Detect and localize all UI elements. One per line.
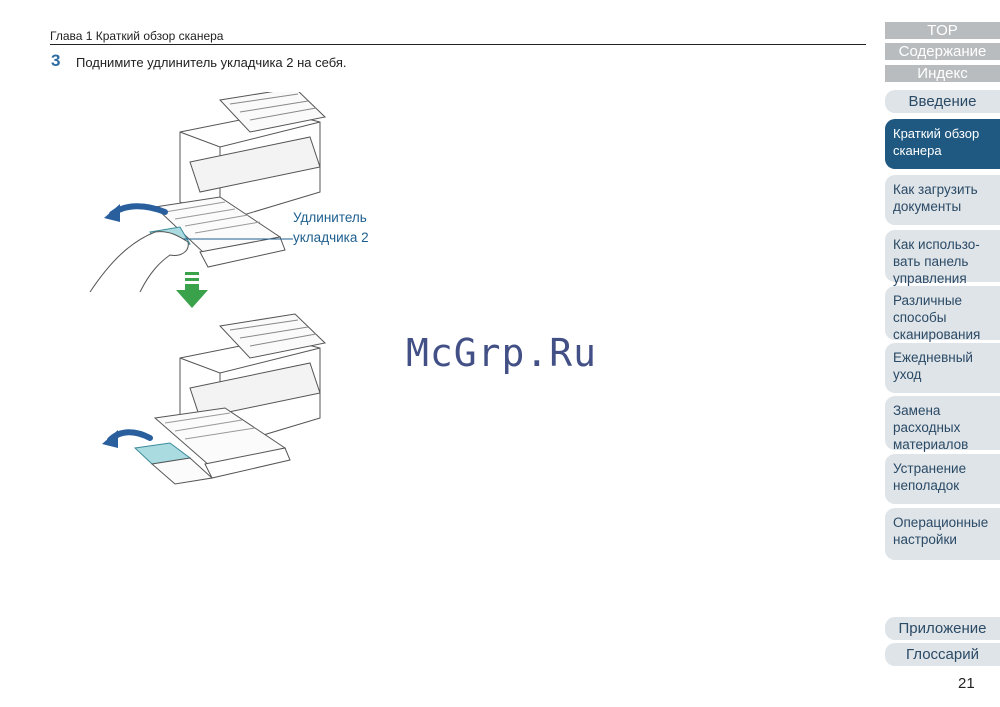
tab-operational-settings[interactable]: Операционные настройки (885, 508, 1000, 560)
down-arrow-icon (176, 272, 208, 308)
callout-line-2: укладчика 2 (293, 230, 369, 245)
tab-loading-documents[interactable]: Как загрузить документы (885, 175, 1000, 225)
tab-daily-care[interactable]: Ежедневный уход (885, 343, 1000, 393)
scanner-bottom-image (102, 313, 327, 485)
nav-index-button[interactable]: Индекс (885, 65, 1000, 82)
tab-scanning-methods[interactable]: Различные способы сканирования (885, 286, 1000, 342)
step-number: 3 (51, 51, 61, 70)
scanner-illustration (89, 92, 327, 485)
callout-line-1: Удлинитель (293, 210, 367, 225)
nav-contents-button[interactable]: Содержание (885, 43, 1000, 60)
step-instruction: Поднимите удлинитель укладчика 2 на себя… (76, 55, 347, 70)
header-rule (50, 44, 866, 45)
callout-stacker-extension: Удлинитель укладчика 2 (293, 208, 369, 248)
tab-troubleshooting[interactable]: Устранение неполадок (885, 454, 1000, 504)
tab-appendix[interactable]: Приложение (885, 617, 1000, 640)
tab-replacing-consumables[interactable]: Замена расходных материалов (885, 396, 1000, 452)
tab-glossary[interactable]: Глоссарий (885, 643, 1000, 666)
tab-scanner-overview[interactable]: Краткий обзор сканера (885, 119, 1000, 169)
watermark: McGrp.Ru (406, 331, 598, 375)
page-number: 21 (958, 675, 975, 692)
nav-top-button[interactable]: TOP (885, 22, 1000, 39)
tab-operator-panel[interactable]: Как использо-вать панель управления (885, 230, 1000, 286)
chapter-header: Глава 1 Краткий обзор сканера (50, 29, 224, 43)
tab-introduction[interactable]: Введение (885, 90, 1000, 113)
